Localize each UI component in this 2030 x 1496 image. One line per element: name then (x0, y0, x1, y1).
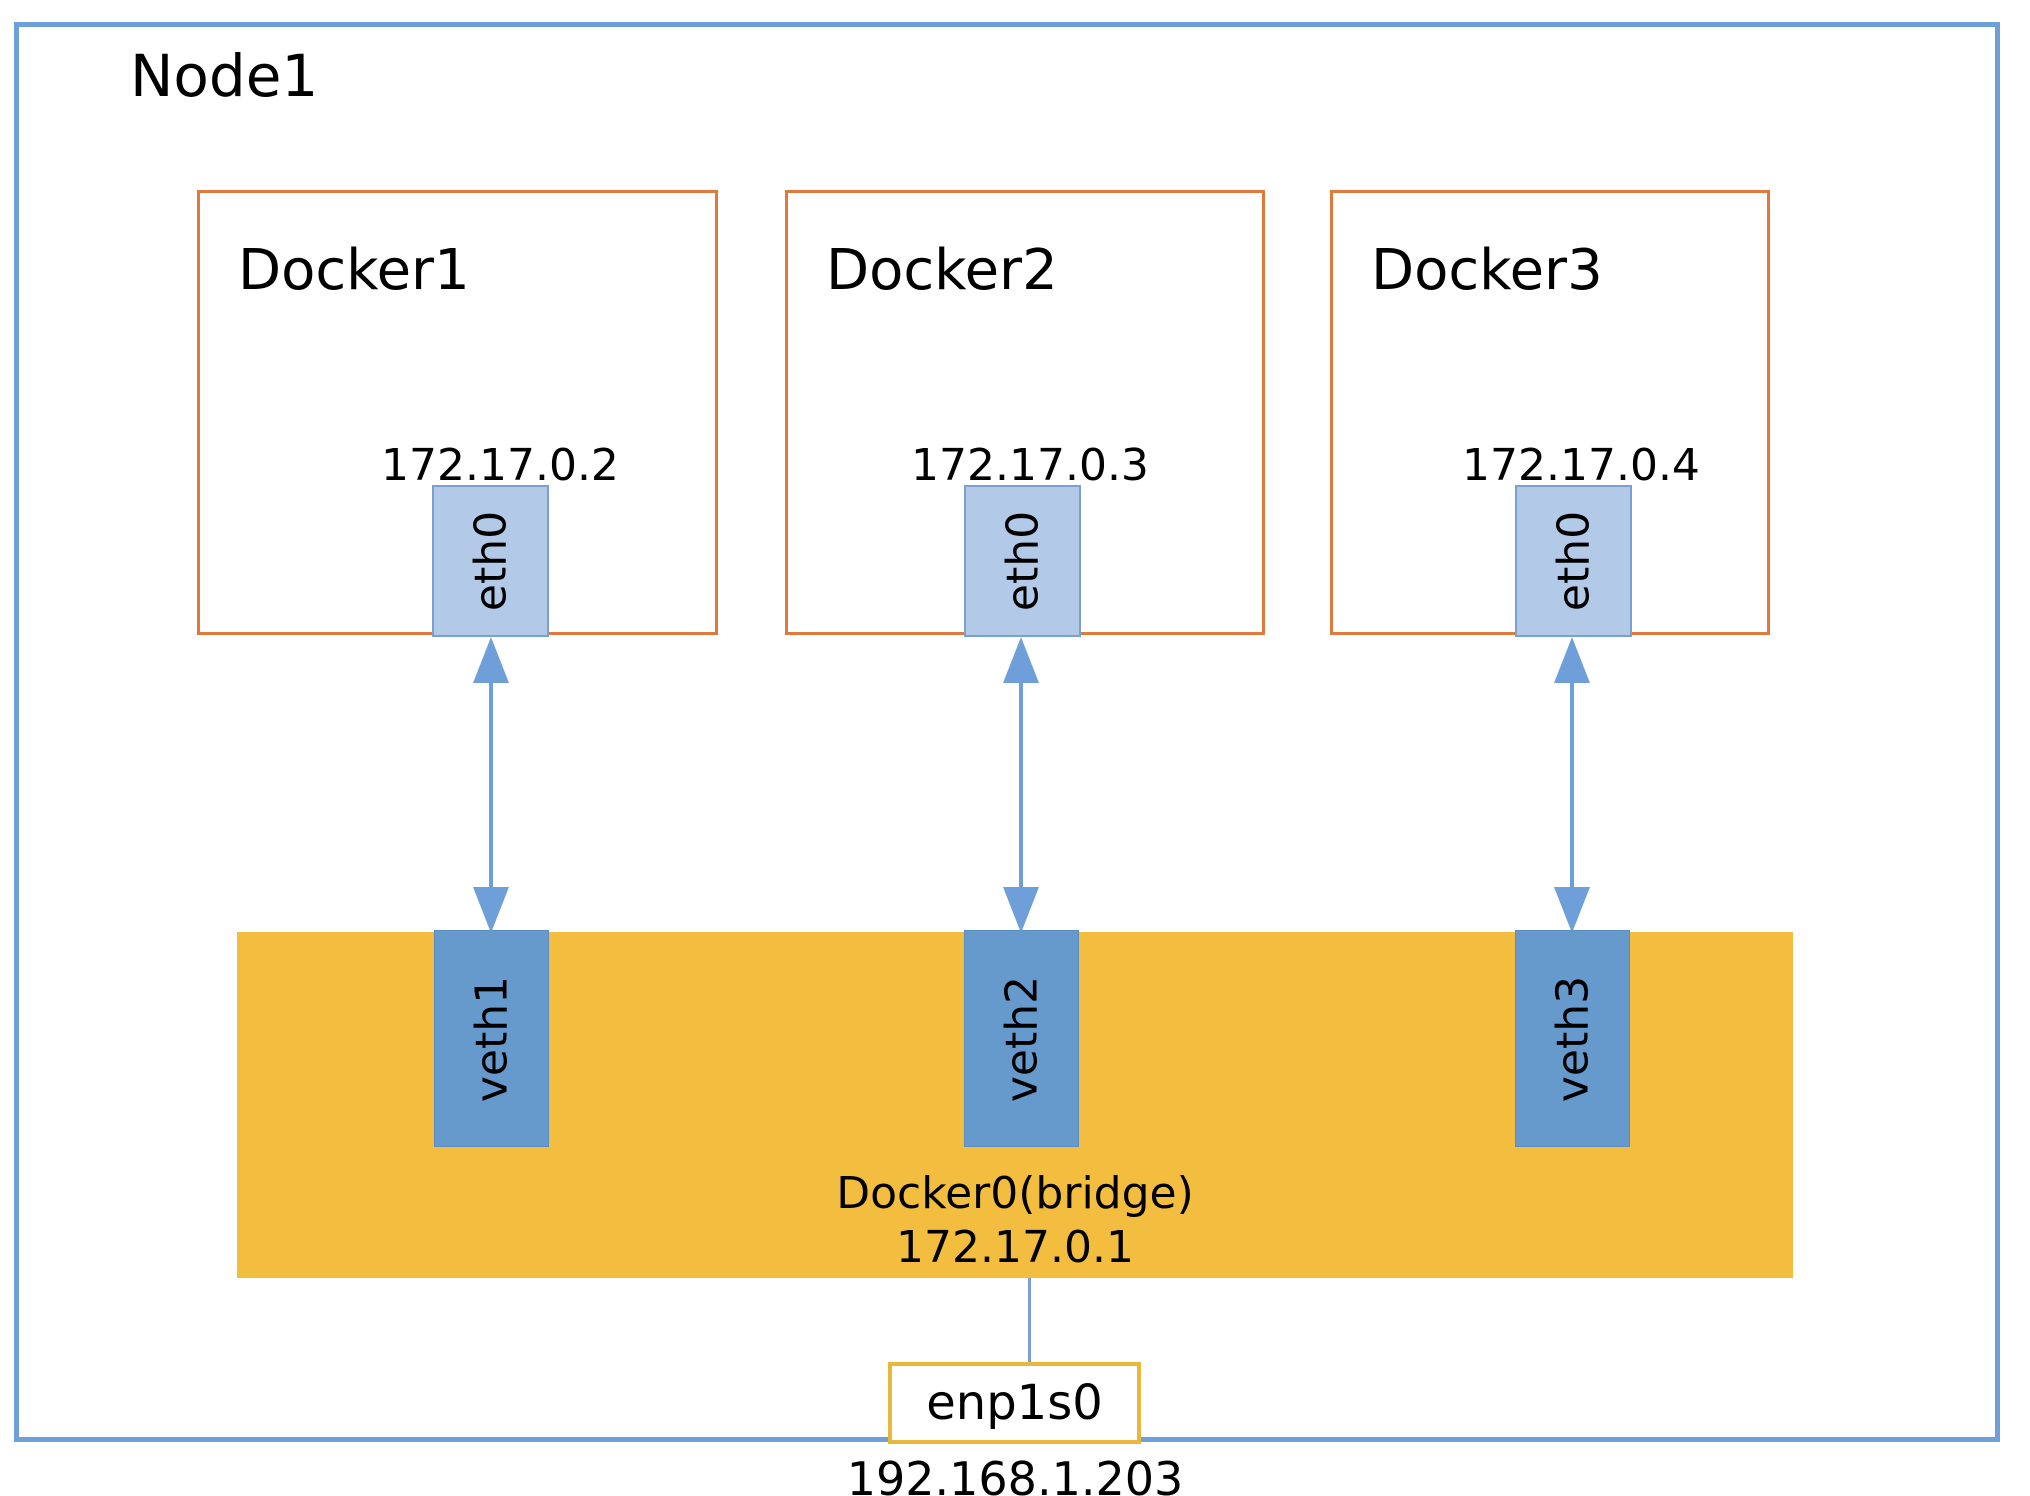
veth2-label: veth2 (996, 975, 1047, 1102)
docker3-title: Docker3 (1371, 238, 1603, 303)
enp1s0-label: enp1s0 (926, 1375, 1103, 1431)
docker0-bridge-name: Docker0(bridge) (836, 1168, 1194, 1219)
docker1-eth0-label: eth0 (465, 510, 516, 612)
docker2-ip-label: 172.17.0.3 (911, 440, 1149, 491)
veth1-label: veth1 (466, 975, 517, 1102)
docker1-veth1-link-arrow (473, 637, 509, 933)
enp1s0-ip-label: 192.168.1.203 (846, 1452, 1184, 1496)
veth3-label: veth3 (1547, 975, 1598, 1102)
bridge-to-nic-connector (1028, 1278, 1031, 1364)
docker2-veth2-link-arrow (1003, 637, 1039, 933)
docker1-title: Docker1 (238, 238, 470, 303)
docker2-title: Docker2 (826, 238, 1058, 303)
veth2-interface: veth2 (964, 930, 1079, 1147)
docker3-eth0-interface: eth0 (1515, 485, 1632, 637)
veth3-interface: veth3 (1515, 930, 1630, 1147)
docker2-eth0-interface: eth0 (964, 485, 1081, 637)
docker1-eth0-interface: eth0 (432, 485, 549, 637)
veth1-interface: veth1 (434, 930, 549, 1147)
node1-title: Node1 (130, 42, 319, 110)
docker3-eth0-label: eth0 (1548, 510, 1599, 612)
docker1-ip-label: 172.17.0.2 (381, 440, 619, 491)
docker0-bridge-ip: 172.17.0.1 (896, 1222, 1134, 1273)
enp1s0-interface: enp1s0 (888, 1362, 1141, 1444)
docker2-eth0-label: eth0 (997, 510, 1048, 612)
docker3-ip-label: 172.17.0.4 (1462, 440, 1700, 491)
docker3-veth3-link-arrow (1554, 637, 1590, 933)
